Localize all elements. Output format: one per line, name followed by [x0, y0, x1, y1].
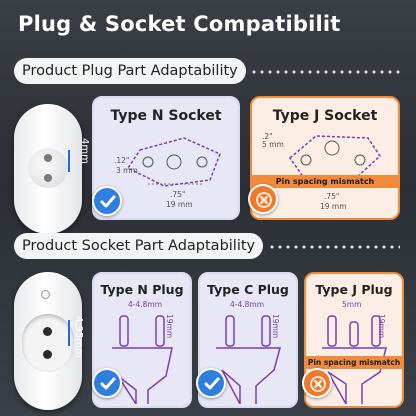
dimension-label: 19 mm [166, 200, 193, 209]
section-divider [268, 245, 400, 249]
cross-icon [310, 376, 326, 392]
led-indicator [41, 290, 50, 299]
dimension-label: .75" [324, 192, 340, 201]
compatible-badge [196, 368, 226, 398]
dimension-label: .12" [114, 156, 130, 165]
card-title: Type N Socket [110, 108, 222, 124]
dimension-label: 19 mm [320, 202, 347, 211]
card-title: Type N Plug [100, 282, 184, 297]
mismatch-banner: Pin spacing mismatch [252, 175, 398, 188]
dimension-line [68, 150, 70, 172]
socket-face [22, 314, 74, 372]
socket-hole [43, 327, 52, 336]
section-divider [250, 70, 400, 74]
page-title: Plug & Socket Compatibilit [18, 12, 341, 36]
socket-dimension-label: 4.95mm [73, 316, 84, 358]
dimension-label: 19mm [271, 314, 280, 339]
dimension-line [68, 320, 70, 346]
check-icon [204, 377, 220, 390]
type-n-socket-diagram [126, 137, 221, 187]
socket-hole [43, 350, 52, 359]
check-icon [100, 195, 116, 208]
dimension-label: 4-4.8mm [230, 300, 265, 309]
plug-pin [44, 154, 52, 162]
plug-device-image [14, 104, 82, 234]
card-title: Type J Plug [315, 282, 393, 297]
dimension-label: .2" [262, 132, 273, 141]
type-c-plug-card: Type C Plug 4-4.8mm 19mm [198, 272, 298, 408]
plug-dimension-label: 4mm [79, 138, 90, 164]
type-n-plug-diagram [112, 315, 173, 404]
plug-pin [44, 174, 52, 182]
type-j-plug-card: Type J Plug 5mm 19mm Pin spacing mismatc… [304, 272, 404, 408]
card-title: Type J Socket [272, 108, 378, 124]
dimension-label: 4-4.8mm [128, 300, 163, 309]
compatible-badge [92, 368, 122, 398]
plug-face [28, 148, 68, 188]
socket-device-image [14, 272, 82, 410]
card-title: Type C Plug [207, 282, 289, 297]
type-j-plug-diagram [322, 315, 387, 404]
dimension-label: 5mm [342, 300, 362, 309]
plug-section-label: Product Plug Part Adaptability [14, 58, 246, 84]
compatible-badge [92, 186, 122, 216]
type-c-plug-diagram [216, 315, 281, 404]
check-icon [100, 377, 116, 390]
incompatible-badge [302, 368, 332, 398]
mismatch-banner: Pin spacing mismatch [306, 356, 402, 369]
dimension-label: 19mm [165, 314, 174, 339]
dimension-label: .75" [170, 190, 186, 199]
dimension-label: 19mm [377, 314, 386, 339]
incompatible-badge [248, 184, 278, 214]
socket-section-label: Product Socket Part Adaptability [14, 233, 264, 259]
dimension-label: 3 mm [116, 166, 138, 175]
cross-icon [256, 192, 272, 208]
dimension-label: 5 mm [262, 140, 284, 149]
